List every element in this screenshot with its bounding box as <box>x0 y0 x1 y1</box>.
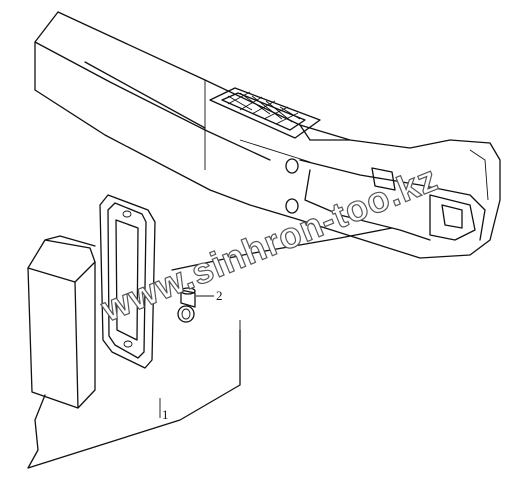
bulb-socket <box>177 287 196 323</box>
watermark: www.sinhron-too.kz <box>95 157 444 330</box>
body-panel-outline <box>27 329 241 469</box>
step-pad <box>209 87 321 139</box>
callout-label-2: 2 <box>216 288 223 303</box>
callout-2: 2 <box>196 288 223 303</box>
callout-label-1: 1 <box>162 407 169 422</box>
rear-bumper <box>34 11 501 259</box>
lamp-gasket <box>99 194 156 369</box>
callout-1: 1 <box>159 398 169 422</box>
bulb-wire <box>171 227 393 271</box>
lamp-lens <box>27 235 96 409</box>
